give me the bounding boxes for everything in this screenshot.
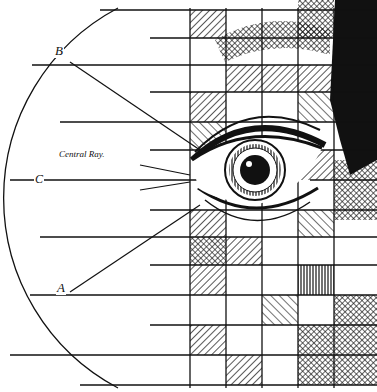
point-label: A xyxy=(56,281,66,295)
point-label: B xyxy=(54,44,64,58)
point-label: C xyxy=(34,173,44,186)
ray-label: Central Ray. xyxy=(58,150,106,160)
